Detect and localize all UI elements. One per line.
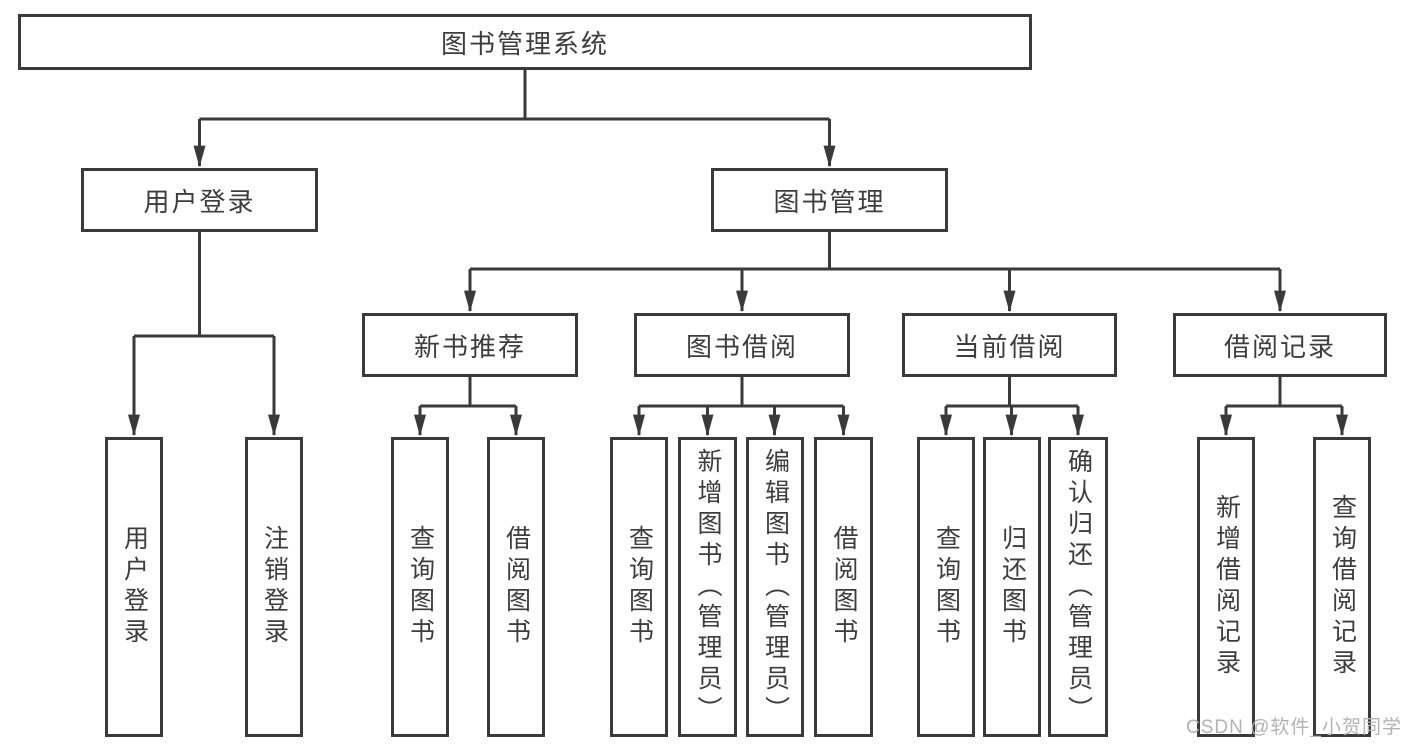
node-book-borrow: 图书借阅 [634, 313, 850, 377]
node-book-mgmt: 图书管理 [711, 168, 948, 232]
leaf-nb-query-label: 查询图书 [406, 525, 435, 649]
leaf-logout: 注销登录 [245, 437, 303, 737]
node-current-borrow-label: 当前借阅 [953, 331, 1066, 362]
leaf-bb-add: 新增图书（管理员） [678, 437, 737, 737]
leaf-bb-edit: 编辑图书（管理员） [746, 437, 804, 737]
node-root-label: 图书管理系统 [440, 28, 609, 59]
leaf-bb-borrow: 借阅图书 [814, 437, 873, 737]
leaf-nb-borrow-label: 借阅图书 [502, 525, 531, 649]
node-user-login: 用户登录 [81, 168, 318, 232]
leaf-bb-query-label: 查询图书 [625, 525, 654, 649]
node-root: 图书管理系统 [18, 14, 1032, 70]
node-new-books: 新书推荐 [362, 313, 578, 377]
node-user-login-label: 用户登录 [143, 186, 256, 217]
leaf-bb-add-label: 新增图书（管理员） [694, 447, 722, 727]
node-book-borrow-label: 图书借阅 [685, 331, 798, 362]
node-book-mgmt-label: 图书管理 [773, 186, 886, 217]
leaf-cb-confirm: 确认归还（管理员） [1048, 437, 1108, 737]
leaf-user-login-label: 用户登录 [120, 525, 149, 649]
leaf-br-query-label: 查询借阅记录 [1328, 494, 1357, 680]
csdn-watermark: CSDN @软件_小贺同学 [1186, 717, 1402, 738]
node-borrow-records-label: 借阅记录 [1223, 331, 1336, 362]
leaf-logout-label: 注销登录 [260, 525, 289, 649]
leaf-bb-borrow-label: 借阅图书 [830, 525, 858, 649]
node-borrow-records: 借阅记录 [1173, 313, 1387, 377]
leaf-user-login: 用户登录 [105, 437, 163, 737]
leaf-br-query: 查询借阅记录 [1313, 437, 1371, 737]
leaf-cb-query: 查询图书 [917, 437, 975, 737]
leaf-br-add: 新增借阅记录 [1197, 437, 1255, 737]
leaf-bb-query: 查询图书 [610, 437, 668, 737]
leaf-cb-query-label: 查询图书 [932, 525, 961, 649]
leaf-cb-confirm-label: 确认归还（管理员） [1064, 447, 1093, 727]
leaf-nb-borrow: 借阅图书 [487, 437, 545, 737]
leaf-nb-query: 查询图书 [391, 437, 449, 737]
leaf-br-add-label: 新增借阅记录 [1212, 494, 1241, 680]
leaf-bb-edit-label: 编辑图书（管理员） [761, 447, 790, 727]
leaf-cb-return: 归还图书 [983, 437, 1041, 737]
node-new-books-label: 新书推荐 [413, 331, 526, 362]
leaf-cb-return-label: 归还图书 [998, 525, 1027, 649]
node-current-borrow: 当前借阅 [902, 313, 1117, 377]
